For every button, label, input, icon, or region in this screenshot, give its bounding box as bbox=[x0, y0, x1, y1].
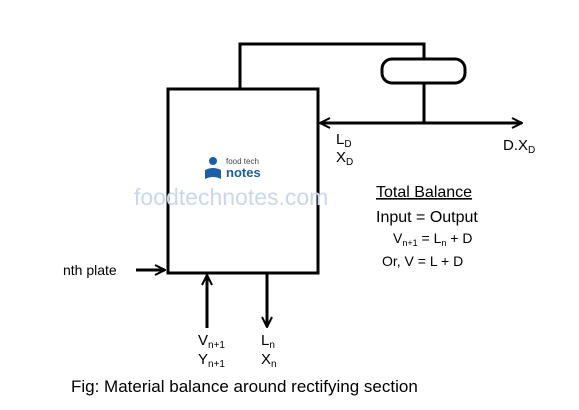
label-xd: XD bbox=[336, 149, 353, 168]
label-yn1: Yn+1 bbox=[198, 351, 225, 370]
label-vn1: Vn+1 bbox=[198, 332, 225, 351]
label-ld: LD bbox=[336, 131, 352, 150]
watermark-site: foodtechnotes.com bbox=[134, 184, 328, 210]
balance-heading: Total Balance bbox=[376, 184, 472, 201]
watermark-logo: food tech notes bbox=[205, 157, 261, 180]
logo-text-bottom: notes bbox=[226, 165, 261, 180]
vapour-line bbox=[238, 42, 426, 89]
label-ln: Ln bbox=[261, 332, 275, 351]
column-rectifying-section bbox=[166, 87, 320, 275]
figure-caption: Fig: Material balance around rectifying … bbox=[71, 377, 418, 396]
label-nth-plate: nth plate bbox=[63, 262, 117, 278]
balance-line-1: Input = Output bbox=[376, 209, 478, 226]
logo-book-icon bbox=[205, 168, 221, 179]
label-xn: Xn bbox=[261, 351, 277, 370]
condenser-drum bbox=[380, 57, 467, 85]
label-distillate: D.XD bbox=[503, 137, 535, 156]
balance-line-3: Or, V = L + D bbox=[382, 253, 463, 269]
logo-person-icon bbox=[209, 157, 217, 165]
logo-text-top: food tech bbox=[226, 157, 259, 166]
balance-line-2: Vn+1 = Ln + D bbox=[393, 230, 472, 248]
